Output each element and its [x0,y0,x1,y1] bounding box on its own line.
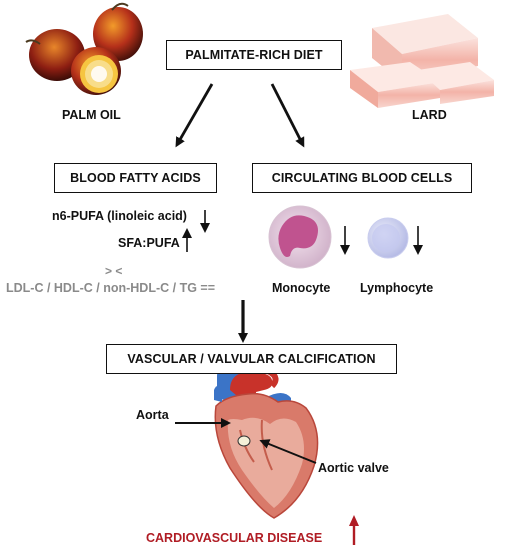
aortic-valve-label: Aortic valve [318,461,389,475]
lymphocyte-label: Lymphocyte [360,281,434,295]
arrow-diet-to-fatty-acids [175,83,214,148]
palm-oil-fruit-icon [25,2,143,95]
n6-pufa-label: n6-PUFA (linoleic acid) [52,209,187,223]
palm-oil-label: PALM OIL [62,108,121,122]
lard-label: LARD [412,108,447,122]
compare-symbol: > < [105,264,123,278]
circulating-blood-cells-box: CIRCULATING BLOOD CELLS [252,163,472,193]
sfa-pufa-label: SFA:PUFA [118,236,180,250]
diet-box: PALMITATE-RICH DIET [166,40,342,70]
monocyte-label: Monocyte [272,281,331,295]
up-arrow-cvd-head [349,515,359,526]
lard-icon [350,14,494,108]
calcification-label: VASCULAR / VALVULAR CALCIFICATION [127,352,376,366]
heart-icon [214,366,319,519]
circulating-blood-cells-label: CIRCULATING BLOOD CELLS [271,171,453,185]
blood-fatty-acids-label: BLOOD FATTY ACIDS [70,171,201,185]
blood-fatty-acids-box: BLOOD FATTY ACIDS [54,163,217,193]
arrow-diet-to-blood-cells [270,83,305,148]
aortic-valve-pointer-arrow [259,439,317,464]
aorta-label: Aorta [136,408,169,422]
monocyte-cell-icon [268,205,332,269]
diet-label: PALMITATE-RICH DIET [185,48,323,62]
calcification-box: VASCULAR / VALVULAR CALCIFICATION [106,344,397,374]
lipids-label: LDL-C / HDL-C / non-HDL-C / TG == [6,281,216,295]
cvd-outcome-label: CARDIOVASCULAR DISEASE [146,531,323,545]
lymphocyte-cell-icon [367,217,409,259]
